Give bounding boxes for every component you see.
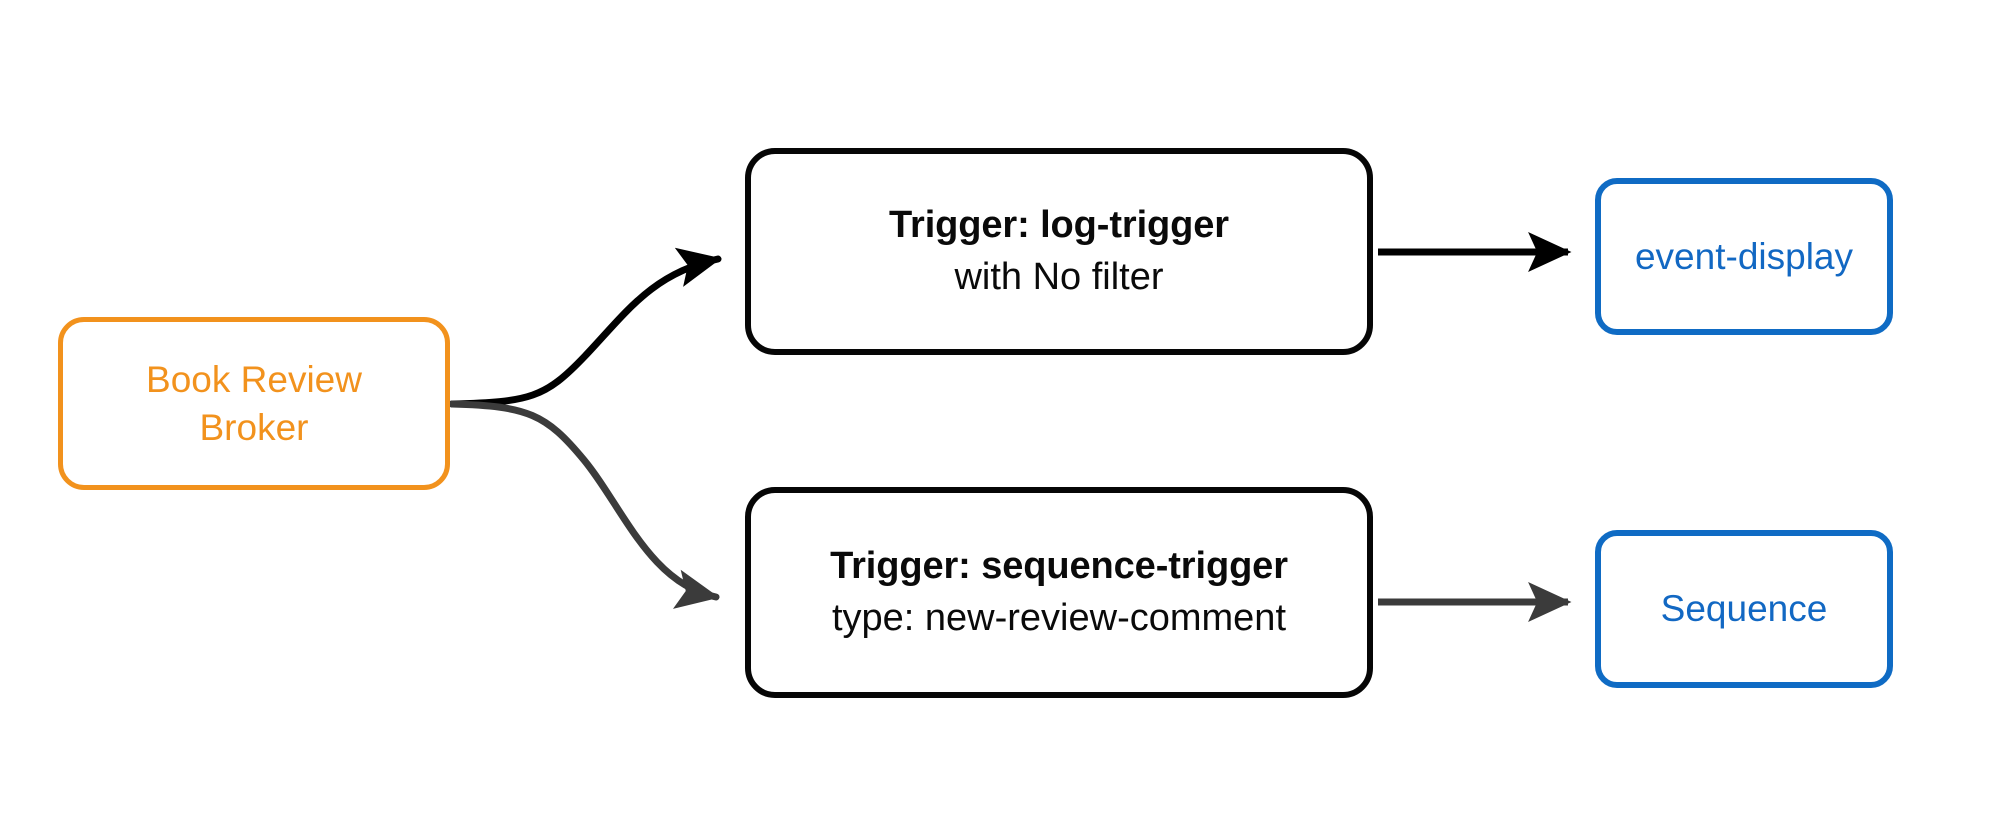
edge-broker-to-sequence-trigger (448, 400, 720, 609)
node-sequence-label: Sequence (1660, 588, 1828, 630)
edge-broker-to-log-trigger (448, 247, 722, 408)
node-sequence[interactable]: Sequence (1595, 530, 1893, 688)
node-event-display[interactable]: event-display (1595, 178, 1893, 335)
node-log-trigger-subtitle: with No filter (954, 256, 1164, 298)
node-log-trigger[interactable]: Trigger: log-trigger with No filter (745, 148, 1373, 355)
node-event-display-label: event-display (1634, 235, 1853, 277)
node-log-trigger-title: Trigger: log-trigger (888, 204, 1229, 247)
node-broker-line-1: Book Review (146, 359, 362, 401)
node-sequence-trigger-subtitle: type: new-review-comment (831, 597, 1287, 639)
node-sequence-trigger[interactable]: Trigger: sequence-trigger type: new-revi… (745, 487, 1373, 698)
node-sequence-trigger-title: Trigger: sequence-trigger (830, 545, 1288, 588)
node-broker-line-2: Broker (199, 406, 309, 448)
node-book-review-broker[interactable]: Book Review Broker (58, 317, 450, 490)
